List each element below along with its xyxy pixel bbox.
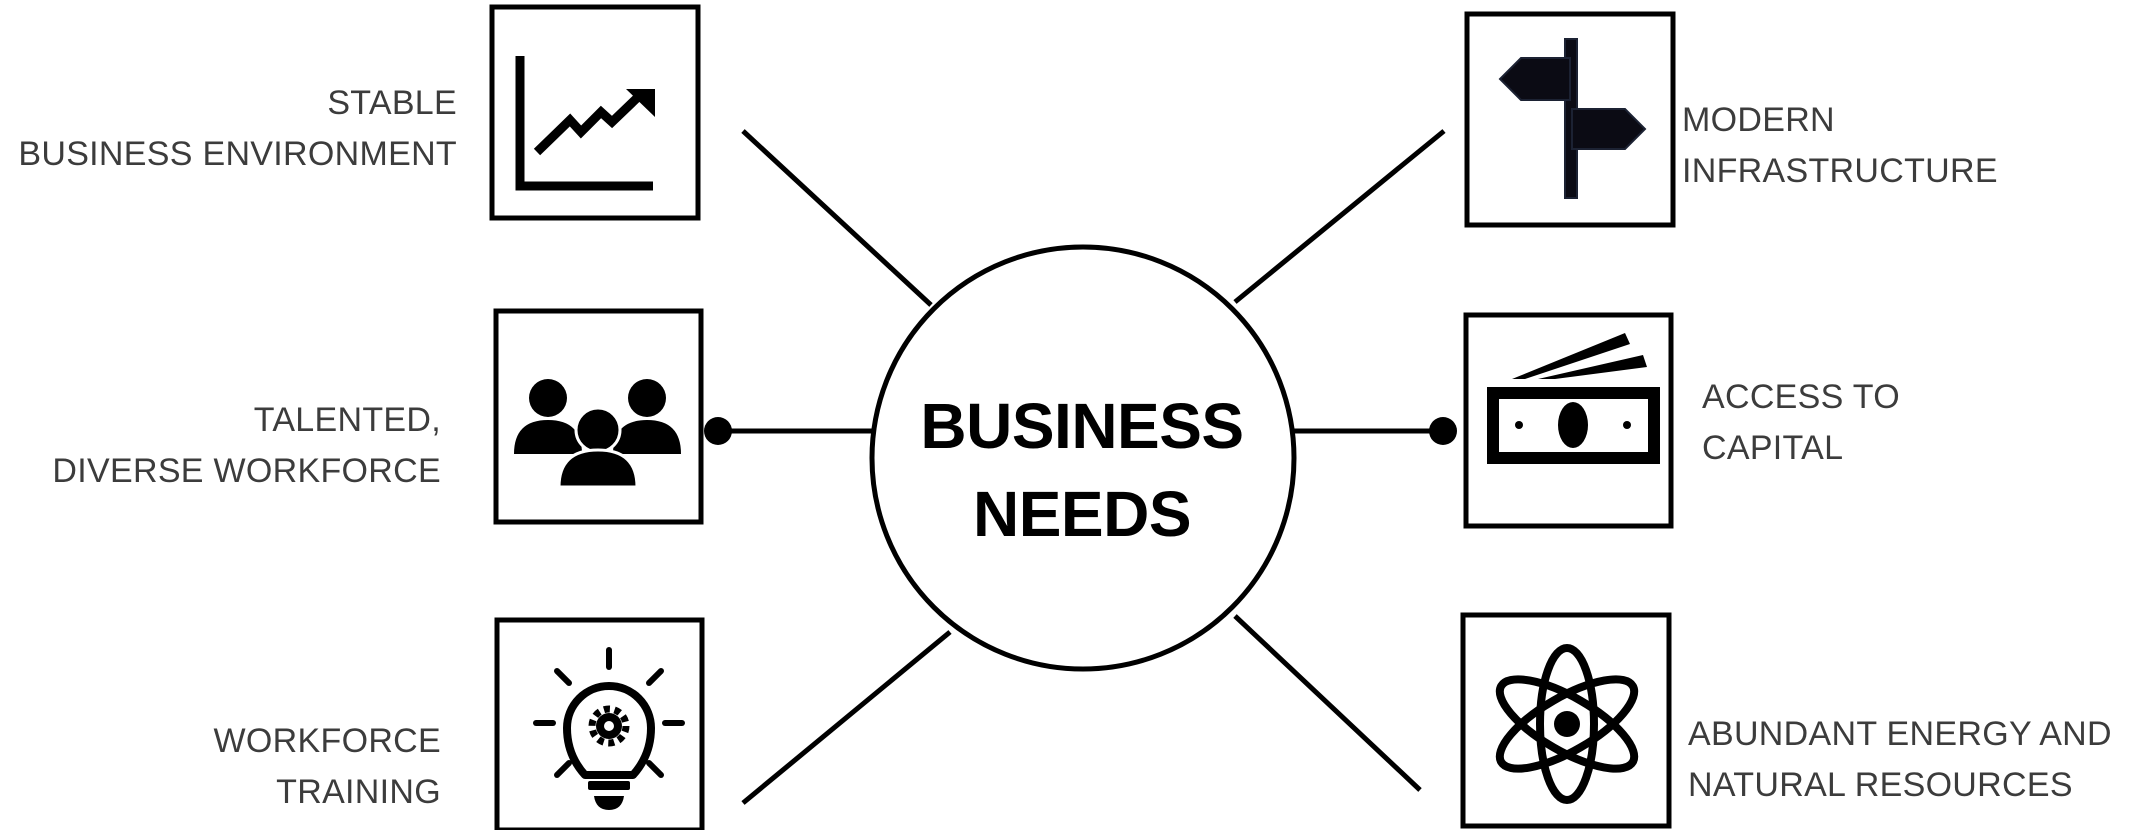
connector-training (741, 630, 952, 805)
label-capital-line2: CAPITAL (1702, 429, 1844, 467)
connector-modern (1233, 129, 1446, 304)
box-talented (493, 308, 704, 525)
label-talented-workforce: TALENTED, DIVERSE WORKFORCE (52, 395, 441, 497)
box-stable (489, 4, 701, 221)
money-bills-icon (1487, 333, 1660, 464)
lightbulb-gear-icon (533, 647, 685, 810)
label-energy-resources: ABUNDANT ENERGY AND NATURAL RESOURCES (1688, 709, 2112, 811)
label-modern-line2: INFRASTRUCTURE (1682, 152, 1998, 190)
label-access-to-capital: ACCESS TO CAPITAL (1702, 372, 1900, 474)
label-workforce-training: WORKFORCE TRAINING (214, 716, 441, 818)
connector-dot-capital (1429, 417, 1457, 445)
label-training-line2: TRAINING (276, 773, 441, 811)
label-talented-line2: DIVERSE WORKFORCE (52, 452, 441, 490)
label-stable-business-environment: STABLE BUSINESS ENVIRONMENT (18, 78, 457, 180)
label-modern-line1: MODERN (1682, 101, 1835, 139)
connector-stable (741, 129, 933, 307)
label-talented-line1: TALENTED, (253, 401, 441, 439)
label-stable-line1: STABLE (327, 84, 457, 122)
signpost-icon (1498, 38, 1647, 199)
people-group-icon (514, 379, 681, 489)
label-modern-infrastructure: MODERN INFRASTRUCTURE (1682, 95, 1998, 197)
box-energy (1460, 612, 1672, 829)
connector-dot-talented (704, 417, 732, 445)
box-modern (1464, 11, 1676, 228)
center-title: BUSINESS NEEDS (868, 382, 1296, 558)
connector-energy (1233, 614, 1422, 792)
label-capital-line1: ACCESS TO (1702, 378, 1900, 416)
center-title-line1: BUSINESS (920, 390, 1244, 462)
box-capital (1463, 312, 1674, 529)
box-training (494, 617, 705, 830)
center-circle (869, 244, 1297, 672)
label-training-line1: WORKFORCE (213, 722, 441, 760)
label-stable-line2: BUSINESS ENVIRONMENT (18, 135, 457, 173)
growth-chart-icon (515, 56, 655, 191)
atom-icon (1495, 644, 1639, 804)
label-energy-line1: ABUNDANT ENERGY AND (1688, 715, 2112, 753)
label-energy-line2: NATURAL RESOURCES (1688, 766, 2073, 804)
center-title-line2: NEEDS (973, 478, 1192, 550)
